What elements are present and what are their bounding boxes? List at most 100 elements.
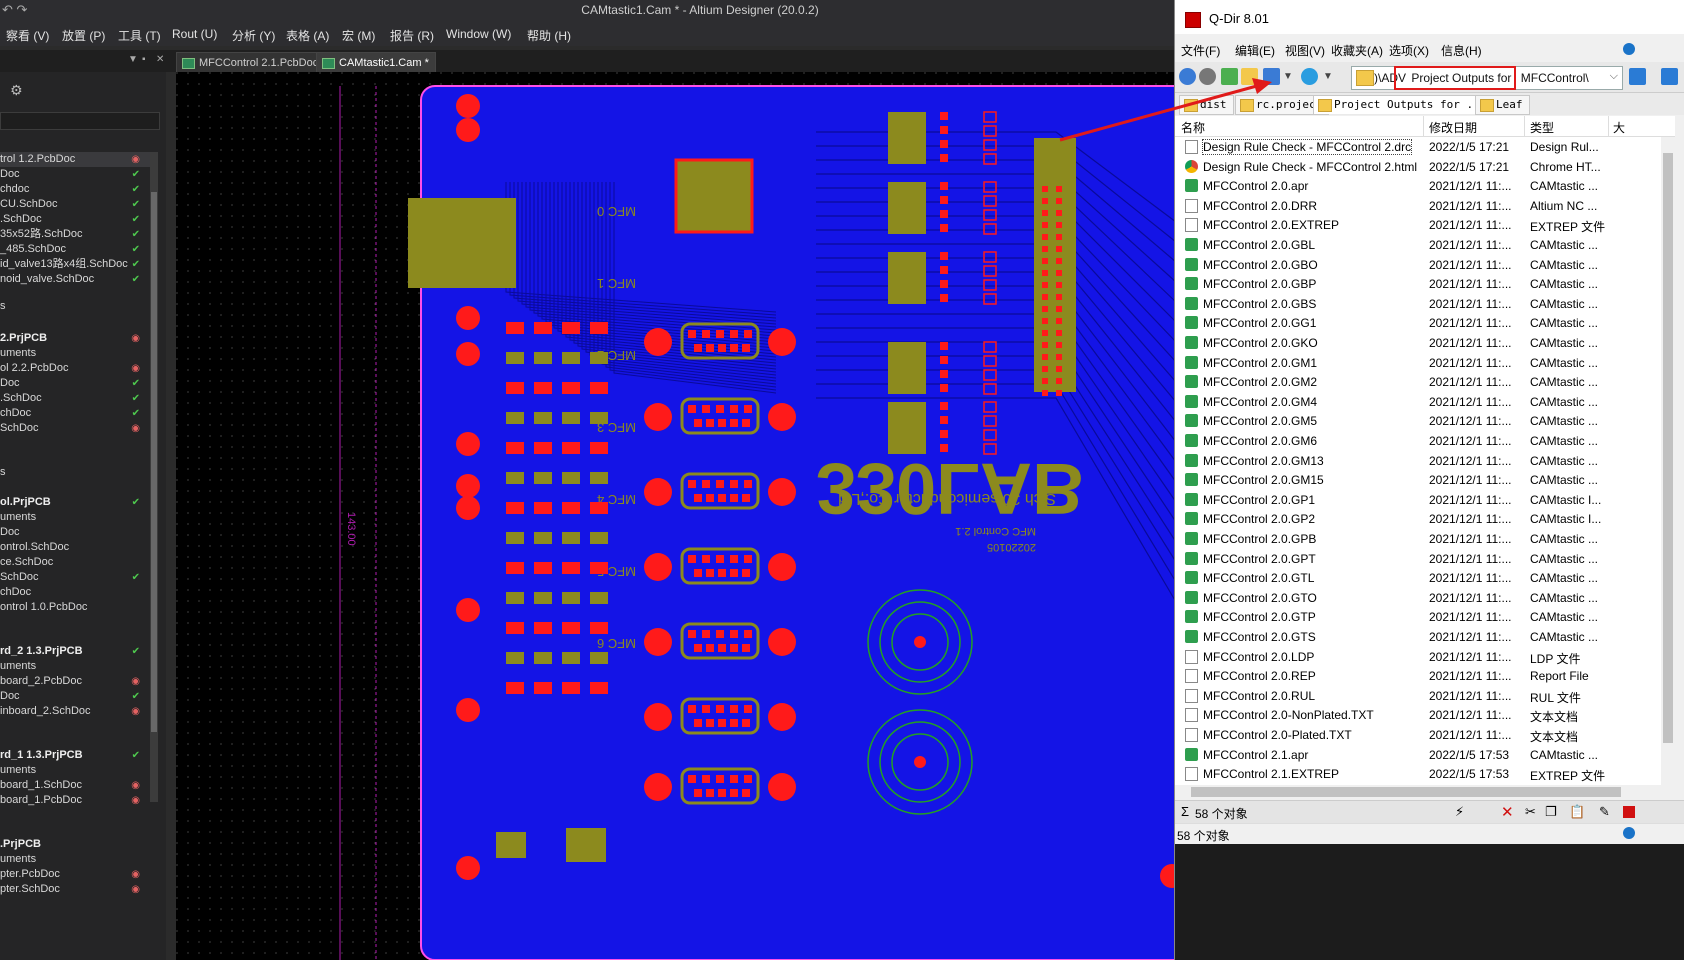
pin-icon[interactable]: ▪ [142,54,146,65]
rename-icon[interactable]: ✎ [1599,804,1610,819]
qdir-tab-dist[interactable]: dist [1179,95,1234,115]
project-tree-item[interactable]: uments [0,659,150,674]
info-icon[interactable] [1623,827,1635,839]
project-tree-item[interactable]: .PrjPCB [0,837,150,852]
project-tree-item[interactable]: pter.PcbDoc◉ [0,867,150,882]
up-folder-icon[interactable] [1221,68,1238,85]
project-tree-item[interactable]: Doc✔ [0,376,150,391]
delete-icon[interactable]: ✕ [1501,804,1514,821]
tab-pcbdoc[interactable]: MFCControl 2.1.PcbDoc [176,52,326,74]
project-tree-item[interactable]: trol 1.2.PcbDoc◉ [0,152,150,167]
project-tree-item[interactable]: s [0,465,150,480]
column-name[interactable]: 名称 [1181,121,1206,135]
object-count[interactable]: 58 个对象 [1195,807,1248,821]
close-icon[interactable]: ✕ [156,54,165,65]
project-tree-item[interactable]: board_1.SchDoc◉ [0,778,150,793]
project-search-input[interactable] [0,112,160,130]
scrollbar-thumb[interactable] [1191,787,1621,797]
menu-reports[interactable]: 报告 (R) [390,29,434,43]
scrollbar-thumb[interactable] [1663,153,1673,743]
project-tree-item[interactable]: 2.PrjPCB◉ [0,331,150,346]
qdir-menu-favorites[interactable]: 收藏夹(A) [1331,44,1383,58]
column-size[interactable]: 大 [1613,121,1626,135]
column-separator[interactable] [1423,116,1424,136]
project-tree-item[interactable]: .SchDoc✔ [0,391,150,406]
project-tree-item[interactable]: ontrol.SchDoc [0,540,150,555]
menu-view[interactable]: 察看 (V) [6,29,50,43]
project-tree-item[interactable]: uments [0,852,150,867]
project-tree-item[interactable]: _485.SchDoc✔ [0,242,150,257]
screen-icon[interactable] [1661,68,1678,85]
project-tree-item[interactable]: Doc✔ [0,689,150,704]
project-tree-item[interactable]: rd_2 1.3.PrjPCB✔ [0,644,150,659]
project-tree-item[interactable]: ol 2.2.PcbDoc◉ [0,361,150,376]
project-tree-item[interactable]: id_valve13路x4组.SchDoc✔ [0,257,150,272]
column-separator[interactable] [1608,116,1609,136]
menu-route[interactable]: Rout (U) [172,27,218,41]
menu-macros[interactable]: 宏 (M) [342,29,376,43]
qdir-info-icon[interactable] [1623,43,1635,55]
project-tree-item[interactable]: SchDoc✔ [0,570,150,585]
menu-help[interactable]: 帮助 (H) [527,29,571,43]
close-pane-icon[interactable] [1623,806,1635,818]
scrollbar-thumb[interactable] [151,192,157,732]
qdir-menu-options[interactable]: 选项(X) [1389,44,1429,58]
project-tree-item[interactable]: Doc [0,525,150,540]
project-tree-item[interactable]: rd_1 1.3.PrjPCB✔ [0,748,150,763]
address-bar[interactable]: )\ADV Project Outputs for MFCControl\ ⌵ [1351,66,1623,90]
chevron-down-icon[interactable]: ▼ [1323,71,1333,82]
qdir-tab-project-outputs[interactable]: Project Outputs for ... [1313,95,1494,114]
chevron-down-icon[interactable]: ⌵ [1609,70,1618,82]
project-tree-item[interactable]: SchDoc◉ [0,421,150,436]
panel-menu-icon[interactable]: ▼ [128,54,138,65]
paste-icon[interactable]: 📋 [1569,804,1586,819]
column-separator[interactable] [1524,116,1525,136]
project-tree-item[interactable]: uments [0,510,150,525]
file-list-vertical-scrollbar[interactable] [1661,137,1675,785]
menu-tools[interactable]: 工具 (T) [118,29,161,43]
lightning-icon[interactable]: ⚡ [1455,804,1465,819]
project-tree-item[interactable]: board_1.PcbDoc◉ [0,793,150,808]
qdir-menu-view[interactable]: 视图(V) [1285,44,1325,58]
menu-tables[interactable]: 表格 (A) [286,29,330,43]
menu-analyze[interactable]: 分析 (Y) [232,29,276,43]
tab-camtastic[interactable]: CAMtastic1.Cam * [316,52,436,74]
project-tree-item[interactable]: 35x52路.SchDoc✔ [0,227,150,242]
qdir-tab-leaf[interactable]: Leaf [1475,95,1530,115]
project-tree-item[interactable]: ol.PrjPCB✔ [0,495,150,510]
column-type[interactable]: 类型 [1530,121,1555,135]
layout-icon[interactable] [1629,68,1646,85]
project-tree-item[interactable]: uments [0,763,150,778]
column-date[interactable]: 修改日期 [1429,121,1478,135]
project-tree-item[interactable]: inboard_2.SchDoc◉ [0,704,150,719]
qdir-menu-edit[interactable]: 编辑(E) [1235,44,1275,58]
view-mode-icon[interactable] [1263,68,1280,85]
project-tree-item[interactable]: ce.SchDoc [0,555,150,570]
project-tree-item[interactable]: pter.SchDoc◉ [0,882,150,897]
chevron-down-icon[interactable]: ▼ [1283,71,1293,82]
project-tree-item[interactable]: ontrol 1.0.PcbDoc [0,600,150,615]
project-tree-item[interactable]: noid_valve.SchDoc✔ [0,272,150,287]
